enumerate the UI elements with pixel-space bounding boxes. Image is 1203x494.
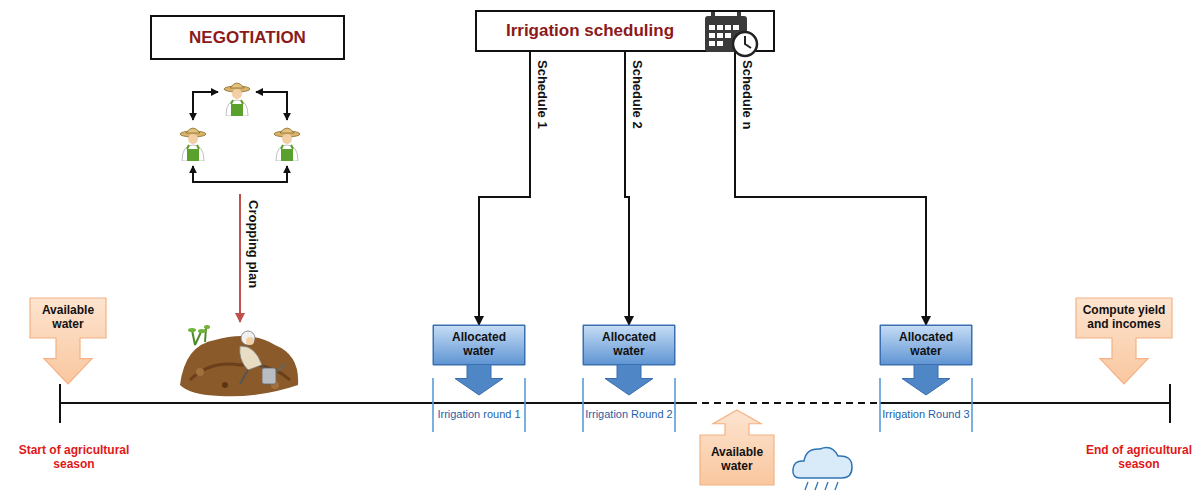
schedule-label: Schedule 1 <box>535 60 550 129</box>
allocation-box: Allocated water <box>583 325 675 395</box>
node-text: Allocated water <box>587 325 671 359</box>
allocation-arrow <box>880 325 972 395</box>
season-label: Start of agricultural season <box>4 443 144 472</box>
cropping-plan-label: Cropping plan <box>246 200 261 288</box>
negotiation-box: NEGOTIATION <box>150 15 345 60</box>
result-callout: Compute yield and incomes <box>1076 298 1172 384</box>
allocation-rect <box>434 326 525 365</box>
node-text: Irrigation scheduling <box>506 21 674 41</box>
callout-shape <box>700 410 774 485</box>
schedule-connector <box>625 52 629 325</box>
node-text: Allocated water <box>437 325 521 359</box>
schedule-connector <box>479 52 530 325</box>
node-text: Available water <box>34 298 102 332</box>
allocation-arrow <box>433 325 525 395</box>
schedule-label: Schedule n <box>740 60 755 129</box>
water-callout: Available water <box>30 298 106 384</box>
schedule-label: Schedule 2 <box>630 60 645 129</box>
callout-shape <box>30 298 106 384</box>
node-text: NEGOTIATION <box>189 28 306 48</box>
round-label: Irrigation round 1 <box>433 408 525 421</box>
allocation-rect <box>881 326 972 365</box>
node-text: Compute yield and incomes <box>1080 298 1168 332</box>
allocation-arrow <box>583 325 675 395</box>
season-label: End of agricultural season <box>1080 443 1198 472</box>
allocation-rect <box>584 326 675 365</box>
node-text: Available water <box>704 410 770 474</box>
callout-shape <box>1076 298 1172 384</box>
round-label: Irrigation Round 3 <box>880 408 972 421</box>
node-text: Allocated water <box>884 325 968 359</box>
round-label: Irrigation Round 2 <box>583 408 675 421</box>
schedule-connector <box>735 52 926 325</box>
allocation-box: Allocated water <box>880 325 972 395</box>
water-callout: Available water <box>700 410 774 485</box>
calendar-clock-icon <box>703 10 763 58</box>
allocation-box: Allocated water <box>433 325 525 395</box>
